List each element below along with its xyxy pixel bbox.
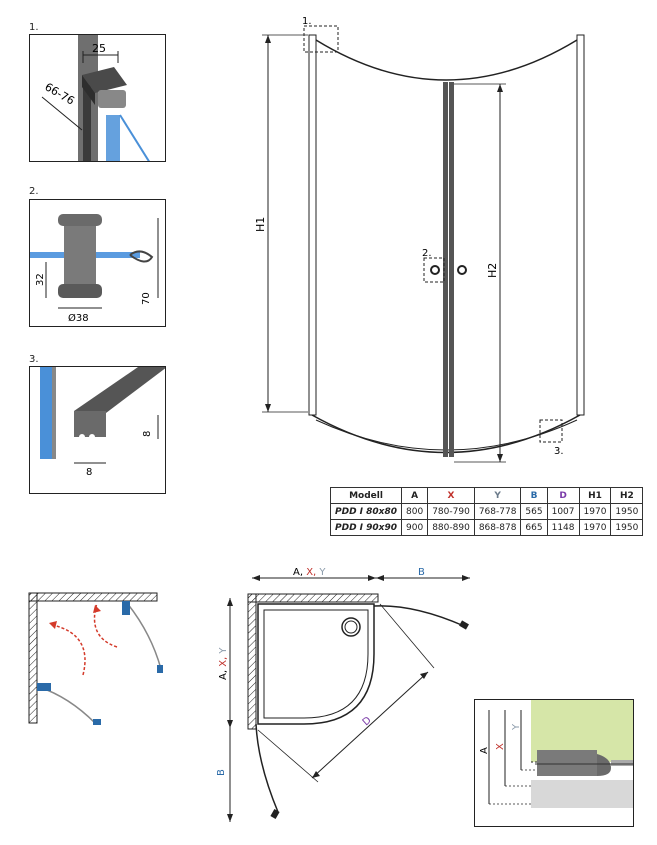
detail-3-dim-height: 8 — [142, 431, 153, 437]
plan-top-label: A, X, Y — [293, 567, 326, 578]
col-b: B — [520, 487, 548, 504]
cell-y: 768-778 — [473, 503, 522, 520]
inset-drawing: A X Y — [479, 700, 633, 808]
plan-left-x: X, — [218, 654, 229, 667]
callout-3-box — [539, 419, 563, 443]
spec-table-header-row: Modell A X Y B D H1 H2 — [329, 487, 644, 504]
cell-d: 1148 — [546, 519, 580, 536]
detail-3-drawing: 8 8 — [40, 367, 165, 478]
cell-h2: 1950 — [610, 503, 644, 520]
inset-a-label: A — [479, 747, 490, 754]
col-h2: H2 — [610, 487, 644, 504]
plan-top-y: Y — [318, 567, 326, 578]
callout-2-label: 2. — [422, 248, 432, 259]
cell-h1: 1970 — [578, 519, 612, 536]
cell-x: 880-890 — [427, 519, 475, 536]
table-row: PDD I 90x90 900 880-890 868-878 665 1148… — [329, 519, 644, 536]
plan-top-b: B — [418, 567, 425, 578]
plan-top-a: A, — [293, 567, 306, 578]
col-y: Y — [473, 487, 522, 504]
plan-left-b: B — [216, 769, 227, 776]
plan-left-a: A, — [218, 667, 229, 680]
detail-2-dim-diameter: Ø38 — [68, 312, 89, 324]
cell-y: 868-878 — [473, 519, 522, 536]
plan-diag-d: D — [361, 715, 374, 729]
callout-2-box — [423, 257, 445, 283]
cell-a: 800 — [401, 503, 429, 520]
detail-1-panel: 25 66-76 — [29, 34, 166, 162]
callout-1-label: 1. — [302, 16, 312, 27]
col-h1: H1 — [578, 487, 612, 504]
detail-1-number: 1. — [29, 22, 39, 33]
inset-y-label: Y — [511, 723, 522, 731]
door-opening-diagram — [28, 592, 163, 725]
col-modell: Modell — [329, 487, 403, 504]
detail-3-dim-width: 8 — [86, 467, 92, 478]
cell-h2: 1950 — [610, 519, 644, 536]
detail-2-drawing: 70 32 Ø38 — [30, 214, 159, 324]
detail-1-dim-side: 66-76 — [43, 80, 77, 107]
col-a: A — [401, 487, 429, 504]
plan-left-y: Y — [218, 647, 229, 655]
detail-1-drawing: 25 66-76 — [41, 35, 150, 161]
cell-x: 780-790 — [427, 503, 475, 520]
col-d: D — [546, 487, 580, 504]
cell-model: PDD I 90x90 — [329, 519, 403, 536]
detail-2-panel: 70 32 Ø38 — [29, 199, 166, 327]
detail-2-dim-height: 32 — [35, 273, 46, 286]
detail-2-dim-total: 70 — [141, 292, 152, 305]
installation-inset: A X Y — [474, 699, 634, 827]
cell-model: PDD I 80x80 — [329, 503, 403, 520]
h2-label: H2 — [486, 263, 499, 278]
plan-left-label: A, X, Y — [218, 647, 229, 680]
col-x: X — [427, 487, 475, 504]
cell-b: 565 — [520, 503, 548, 520]
cell-d: 1007 — [546, 503, 580, 520]
cell-a: 900 — [401, 519, 429, 536]
detail-3-panel: 8 8 — [29, 366, 166, 494]
cell-b: 665 — [520, 519, 548, 536]
h1-label: H1 — [254, 217, 267, 232]
detail-3-number: 3. — [29, 354, 39, 365]
detail-2-number: 2. — [29, 186, 39, 197]
front-elevation: 1. 2. 3. H1 H2 — [254, 16, 585, 463]
plan-top-x: X, — [306, 567, 319, 578]
plan-view: A, X, Y B A, X, Y B D — [216, 567, 470, 822]
spec-table: Modell A X Y B D H1 H2 PDD I 80x80 800 7… — [329, 487, 644, 536]
detail-1-dim-top: 25 — [92, 42, 106, 55]
callout-1-box — [303, 25, 339, 53]
callout-3-label: 3. — [554, 446, 564, 457]
cell-h1: 1970 — [578, 503, 612, 520]
table-row: PDD I 80x80 800 780-790 768-778 565 1007… — [329, 503, 644, 520]
inset-x-label: X — [495, 743, 506, 750]
